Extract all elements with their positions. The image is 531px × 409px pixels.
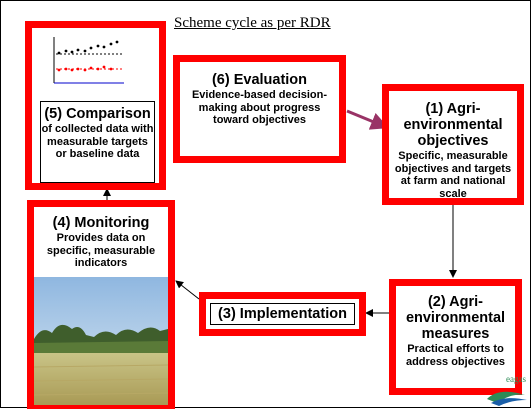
evaluation-body: Evidence-based decision-making about pro… <box>191 89 328 126</box>
field-photo <box>34 277 168 405</box>
measures-body: Practical efforts to address objectives <box>405 343 506 368</box>
monitoring-text: (4) Monitoring Provides data on specific… <box>41 212 161 274</box>
measures-heading: (2) Agri-environmental measures <box>405 294 506 342</box>
comparison-box: (5) Comparison of collected data with me… <box>25 21 166 190</box>
arrow-evaluation-to-objectives <box>346 109 389 130</box>
monitoring-heading: (4) Monitoring <box>52 215 150 231</box>
teagasc-logo <box>487 391 527 406</box>
measures-box: (2) Agri-environmental measures Practica… <box>389 279 522 395</box>
implementation-text: (3) Implementation <box>210 303 355 325</box>
comparison-heading: (5) Comparison <box>44 106 151 122</box>
objectives-text: (1) Agri-environmental objectives Specif… <box>394 96 512 200</box>
arrow-implementation-to-monitoring <box>175 280 200 300</box>
objectives-box: (1) Agri-environmental objectives Specif… <box>382 84 524 205</box>
measures-text: (2) Agri-environmental measures Practica… <box>400 290 511 384</box>
evaluation-box: (6) Evaluation Evidence-based decision-m… <box>173 55 346 163</box>
monitoring-body: Provides data on specific, measurable in… <box>46 232 156 269</box>
implementation-heading: (3) Implementation <box>218 306 347 322</box>
logo-text: eagas <box>506 374 526 384</box>
diagram-title: Scheme cycle as per RDR <box>174 15 331 31</box>
objectives-body: Specific, measurable objectives and targ… <box>394 150 512 200</box>
monitoring-box: (4) Monitoring Provides data on specific… <box>27 200 175 409</box>
implementation-box: (3) Implementation <box>199 292 366 336</box>
evaluation-text: (6) Evaluation Evidence-based decision-m… <box>186 68 333 150</box>
evaluation-heading: (6) Evaluation <box>211 72 308 88</box>
comparison-body: of collected data with measurable target… <box>41 123 154 160</box>
scatter-thumbnail <box>53 37 124 84</box>
objectives-heading: (1) Agri-environmental objectives <box>403 101 503 149</box>
comparison-text: (5) Comparison of collected data with me… <box>40 101 155 183</box>
